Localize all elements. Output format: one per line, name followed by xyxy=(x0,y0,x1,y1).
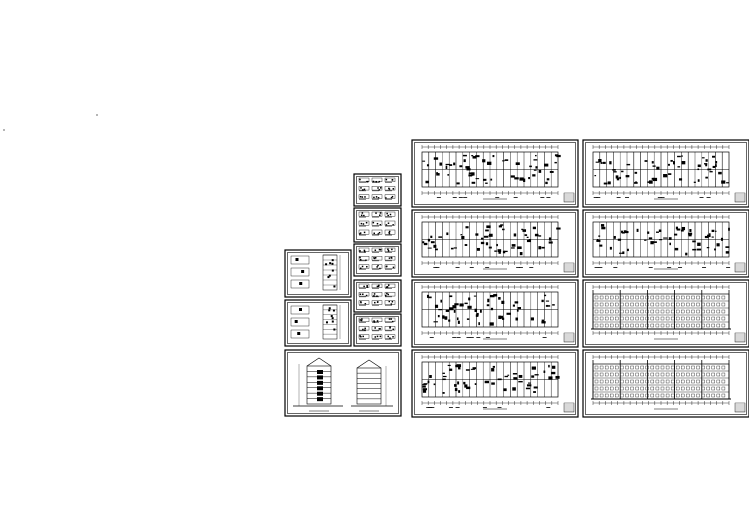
drawing-sheet-detail-small xyxy=(353,243,402,277)
drawing-sheet-plan-wide xyxy=(411,139,579,208)
drawing-sheet-detail-medium xyxy=(284,299,352,347)
drawing-sheet-section xyxy=(284,349,402,417)
drawing-sheet-plan-wide xyxy=(411,349,579,418)
drawing-sheet-plan-wide xyxy=(411,279,579,348)
drawing-sheet-elevation-wide xyxy=(582,349,749,418)
stray-dot xyxy=(3,129,5,131)
drawing-sheets xyxy=(284,139,749,418)
drawing-sheet-detail-medium xyxy=(284,249,352,298)
drawing-sheet-detail-small xyxy=(353,279,402,313)
drawing-sheet-elevation-wide xyxy=(582,279,749,348)
drawing-sheet-plan-wide xyxy=(411,209,579,278)
drawing-sheet-plan-wide xyxy=(582,139,749,208)
drawing-sheet-plan-wide xyxy=(582,209,749,278)
drawing-sheet-detail-small xyxy=(353,207,402,243)
stray-dot xyxy=(96,114,98,116)
drawing-sheet-detail-small xyxy=(353,313,402,347)
drawing-sheet-detail-small xyxy=(353,173,402,207)
